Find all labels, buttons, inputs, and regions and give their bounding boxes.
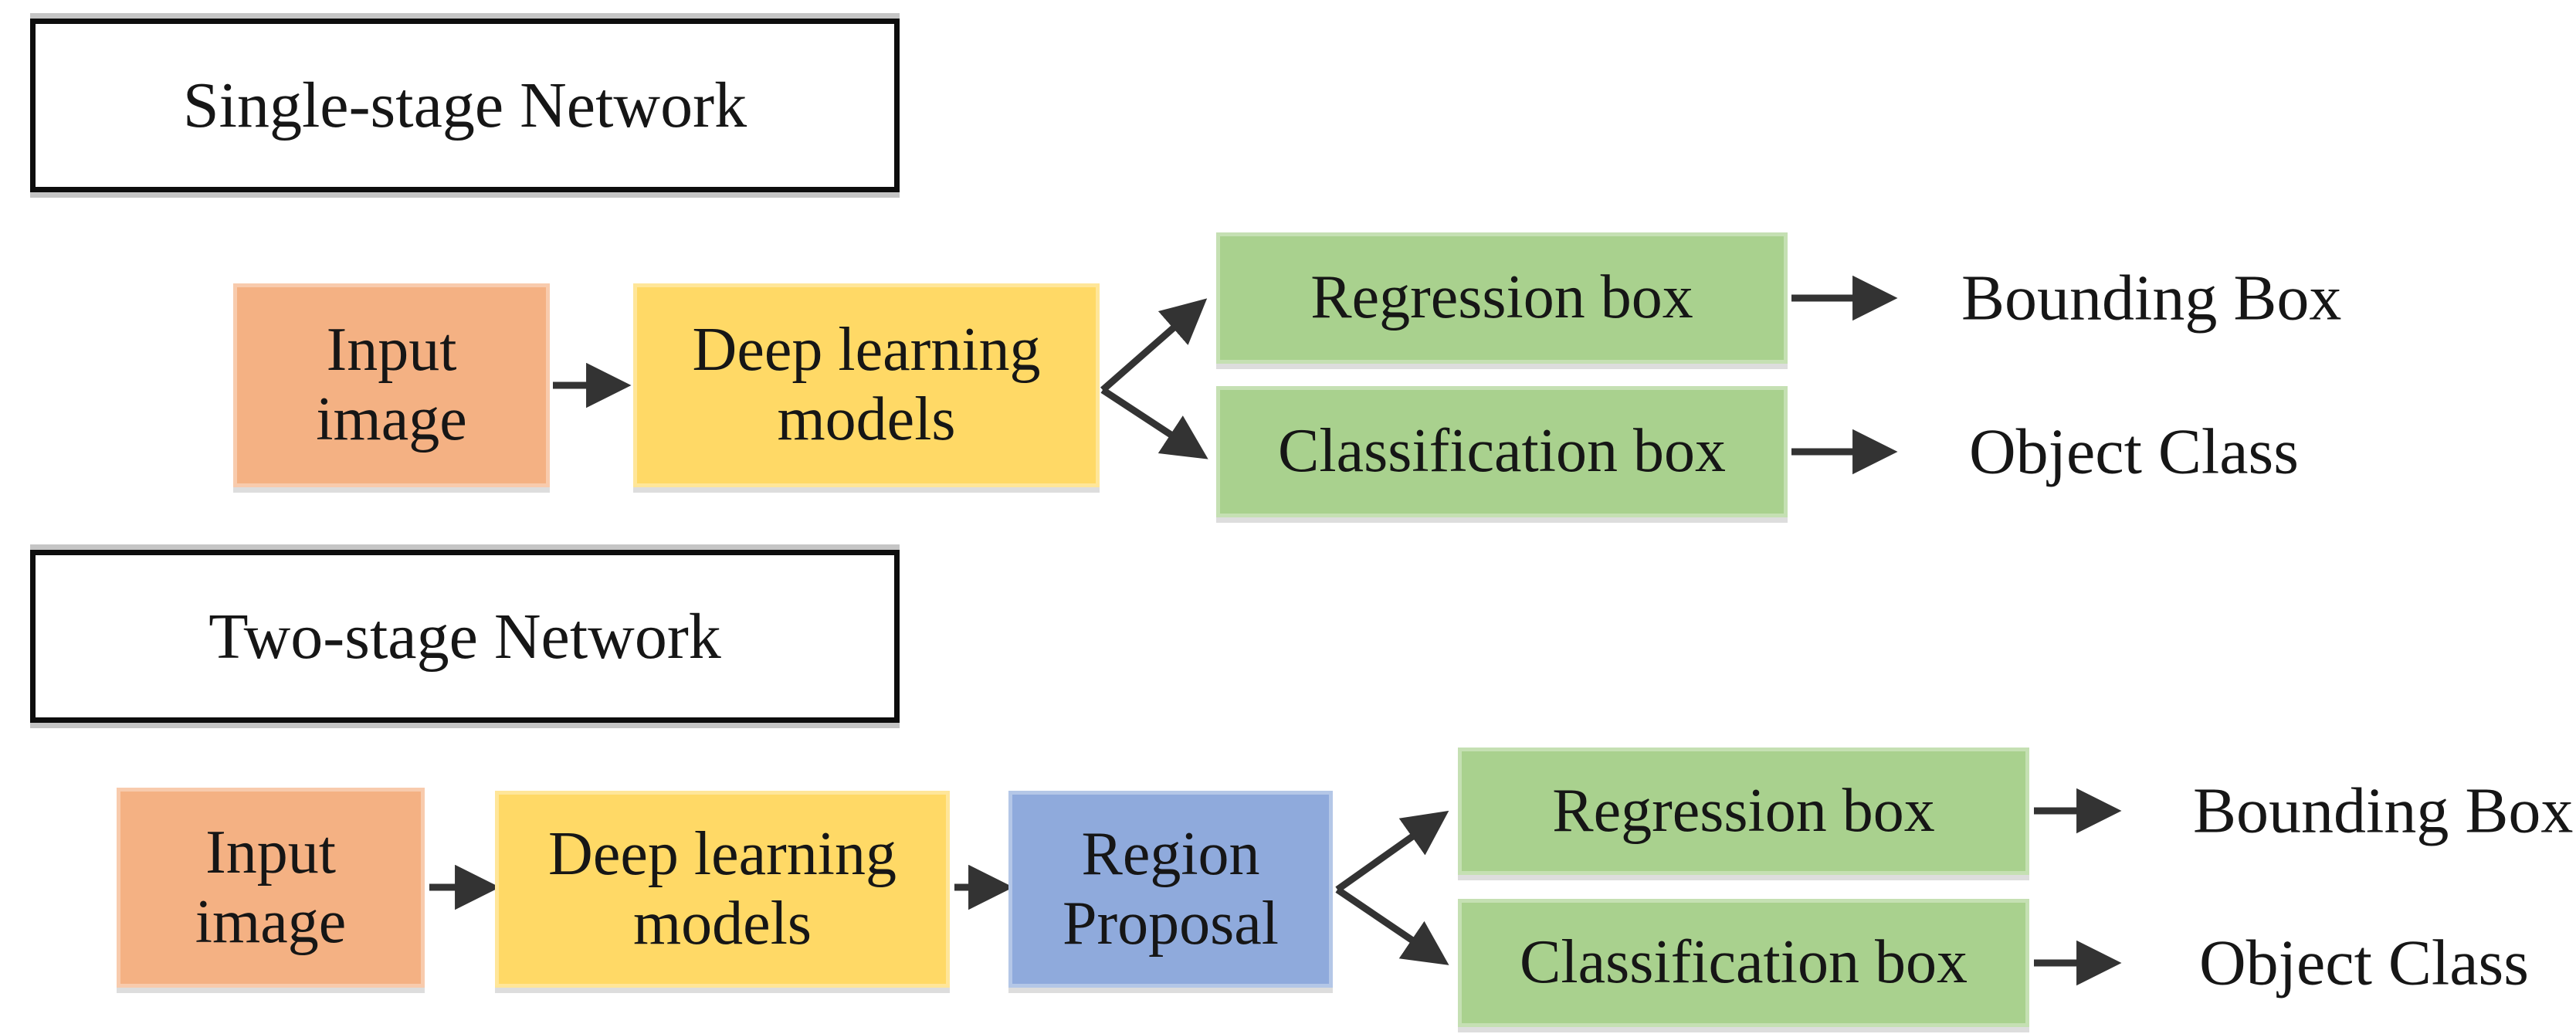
single-stage-regression-label: Regression box	[1310, 263, 1693, 332]
two-stage-bounding-box-output: Bounding Box	[2193, 775, 2574, 847]
two-stage-model-label: Deep learning models	[548, 819, 897, 958]
two-stage-title-box: Two-stage Network	[30, 550, 900, 723]
two-stage-input-image-box: Input image	[117, 788, 425, 988]
two-stage-regression-box: Regression box	[1458, 748, 2029, 875]
single-stage-regression-box: Regression box	[1216, 232, 1788, 364]
two-stage-deep-learning-box: Deep learning models	[495, 791, 950, 988]
arrow-ts-region-to-classification	[1335, 887, 1449, 965]
single-stage-classification-box: Classification box	[1216, 386, 1788, 517]
single-stage-bounding-box-output: Bounding Box	[1961, 262, 2342, 334]
arrow-ss-model-to-regression	[1100, 298, 1208, 393]
single-stage-deep-learning-box: Deep learning models	[633, 283, 1100, 487]
two-stage-classification-label: Classification box	[1520, 928, 1968, 997]
two-stage-object-class-output: Object Class	[2199, 927, 2529, 999]
two-stage-regression-label: Regression box	[1552, 776, 1935, 845]
two-stage-region-label: Region Proposal	[1063, 819, 1279, 958]
single-stage-input-label: Input image	[316, 316, 467, 453]
single-stage-model-label: Deep learning models	[692, 316, 1041, 453]
single-stage-input-image-box: Input image	[233, 283, 550, 487]
two-stage-title: Two-stage Network	[208, 600, 721, 673]
arrow-ss-model-to-classification	[1100, 387, 1208, 459]
single-stage-object-class-output: Object Class	[1969, 415, 2299, 488]
single-stage-title: Single-stage Network	[182, 69, 747, 141]
single-stage-title-box: Single-stage Network	[30, 19, 900, 192]
arrow-ts-region-to-regression	[1335, 810, 1449, 893]
single-stage-classification-label: Classification box	[1278, 417, 1726, 486]
two-stage-input-label: Input image	[195, 818, 347, 956]
two-stage-region-proposal-box: Region Proposal	[1008, 791, 1333, 988]
two-stage-classification-box: Classification box	[1458, 899, 2029, 1027]
